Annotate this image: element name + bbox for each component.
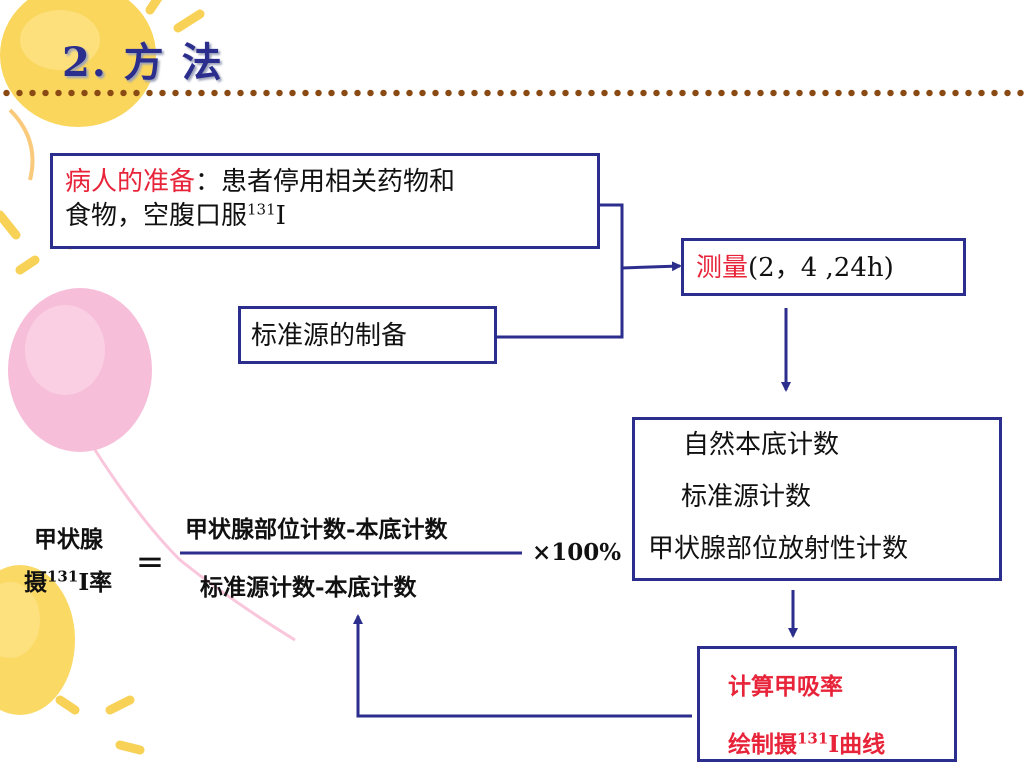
calc-box: 计算甲吸率 绘制摄131I曲线 bbox=[697, 646, 957, 762]
formula-lhs-line-2: 摄131I率 bbox=[24, 567, 113, 596]
yellow-balloon-bottom-icon bbox=[0, 565, 75, 715]
slide-title: 2. 方 法 bbox=[62, 39, 224, 86]
count-item-background: 自然本底计数 bbox=[683, 430, 840, 460]
standard-prep-label: 标准源的制备 bbox=[251, 321, 408, 351]
count-item-thyroid: 甲状腺部位放射性计数 bbox=[648, 534, 909, 564]
patient-prep-line-2: 食物，空腹口服131I bbox=[65, 200, 286, 231]
measure-text: 测量(2，4 ,24h) bbox=[696, 251, 963, 285]
formula-numerator: 甲状腺部位计数-本底计数 bbox=[185, 516, 448, 543]
patient-prep-label: 病人的准备 bbox=[65, 167, 196, 197]
counts-box: 自然本底计数 标准源计数 甲状腺部位放射性计数 bbox=[632, 417, 1002, 581]
patient-prep-line-1: 病人的准备：患者停用相关药物和 bbox=[65, 167, 456, 197]
pink-balloon-icon bbox=[8, 288, 296, 642]
dotted-divider bbox=[0, 89, 1024, 97]
calc-uptake-rate: 计算甲吸率 bbox=[728, 673, 843, 700]
formula-denominator: 标准源计数-本底计数 bbox=[200, 574, 417, 601]
standard-prep-box: 标准源的制备 bbox=[238, 306, 497, 364]
formula-lhs-line-1: 甲状腺 bbox=[34, 526, 103, 553]
formula-equals: ＝ bbox=[136, 547, 165, 580]
formula-multiplier: ×100% bbox=[532, 539, 622, 566]
count-item-standard: 标准源计数 bbox=[681, 482, 812, 512]
measure-times: (2，4 ,24h) bbox=[748, 253, 894, 283]
measure-box: 测量(2，4 ,24h) bbox=[681, 238, 966, 296]
measure-label: 测量 bbox=[696, 253, 749, 283]
calc-draw-curve: 绘制摄131I曲线 bbox=[728, 729, 886, 758]
patient-prep-box: 病人的准备：患者停用相关药物和 食物，空腹口服131I bbox=[50, 153, 600, 249]
